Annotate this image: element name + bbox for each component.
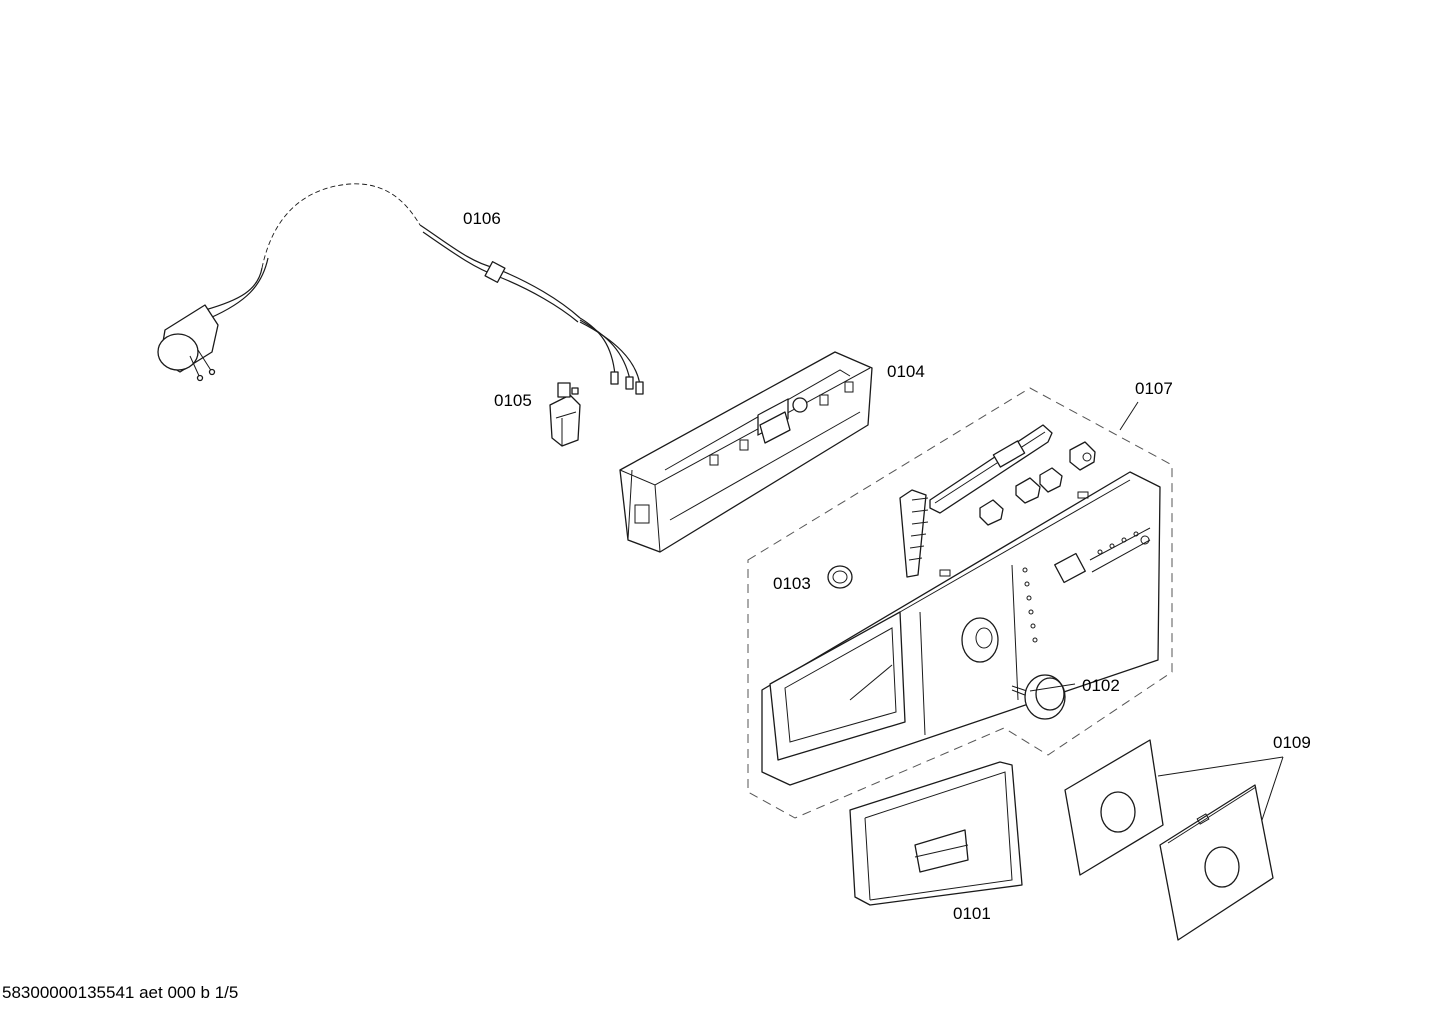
part-0105-connector <box>549 382 581 447</box>
label-0104: 0104 <box>887 362 925 381</box>
label-0107: 0107 <box>1135 379 1173 398</box>
label-0106: 0106 <box>463 209 501 228</box>
label-0109: 0109 <box>1273 733 1311 752</box>
part-0107-assembly-boundary <box>747 387 1173 819</box>
part-fascia-panel <box>761 471 1161 786</box>
label-0102: 0102 <box>1082 676 1120 695</box>
drawing-reference-footer: 58300000135541 aet 000 b 1/5 <box>2 983 239 1002</box>
part-0102-knob <box>1011 674 1066 720</box>
label-0105: 0105 <box>494 391 532 410</box>
label-0103: 0103 <box>773 574 811 593</box>
label-0101: 0101 <box>953 904 991 923</box>
part-0109-cover-plates <box>1064 739 1284 941</box>
indicator-dots <box>1022 531 1139 643</box>
part-0106-power-cable <box>157 183 644 395</box>
part-0101-drawer-handle <box>849 761 1023 906</box>
part-0107-small-parts <box>827 424 1096 589</box>
part-0104-housing <box>619 351 873 553</box>
